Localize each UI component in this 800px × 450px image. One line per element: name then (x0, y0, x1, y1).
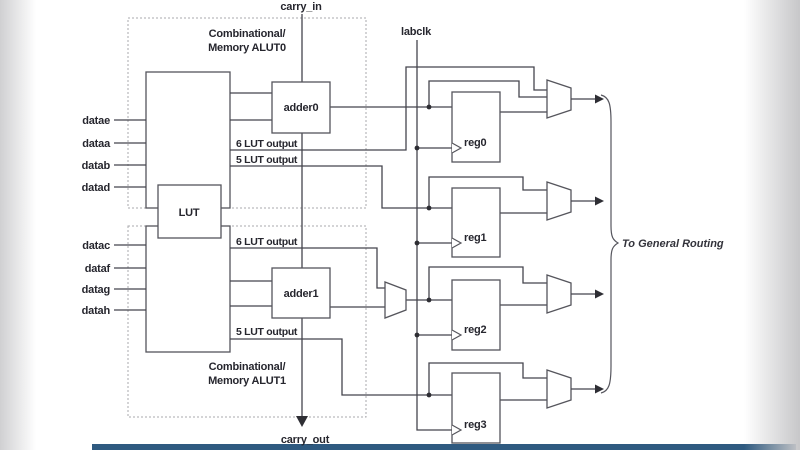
right-page-edge (744, 0, 800, 450)
out-arrowhead-1-icon (595, 196, 604, 206)
junction-dot (426, 297, 432, 303)
alut0-title-line2: Memory ALUT0 (208, 42, 286, 54)
junction-dot (414, 240, 420, 246)
reg3-label: reg3 (464, 419, 487, 431)
adder1-block (271, 267, 331, 319)
wire-reg2-bypass (428, 266, 547, 300)
wire-5lut1-output (230, 338, 452, 396)
to-general-routing-label: To General Routing (622, 238, 724, 250)
carry-out-arrowhead-icon (296, 416, 308, 427)
alut1-title-line1: Combinational/ (209, 361, 286, 373)
junction-dot (426, 392, 432, 398)
input-label-datag: datag (82, 284, 110, 296)
input-label-datad: datad (82, 182, 110, 194)
reg3-clock-edge-icon (451, 424, 463, 436)
labclk-label: labclk (401, 26, 432, 38)
alut1-input-block (145, 225, 231, 353)
adder0-label: adder0 (284, 102, 319, 114)
out-arrowhead-0-icon (595, 94, 604, 104)
alut0-6lut-label: 6 LUT output (236, 138, 298, 150)
alut1-title-line2: Memory ALUT1 (208, 375, 286, 387)
alut1-6lut-label: 6 LUT output (236, 236, 298, 248)
junction-dot (426, 104, 432, 110)
reg0-label: reg0 (464, 137, 487, 149)
reg1-block (451, 187, 501, 258)
reg2-clock-edge-icon (451, 329, 463, 341)
routing-brace (600, 94, 620, 394)
reg0-clock-edge-icon (451, 142, 463, 154)
adder0-block (271, 81, 331, 134)
adder1-label: adder1 (284, 288, 319, 300)
alut0-title-line1: Combinational/ (209, 28, 286, 40)
wire-reg1-bypass (428, 176, 547, 208)
input-label-dataa: dataa (82, 138, 111, 150)
lut-label: LUT (179, 207, 200, 219)
out-arrowhead-2-icon (595, 289, 604, 299)
input-label-dataf: dataf (85, 263, 111, 275)
input-label-datac: datac (82, 240, 110, 252)
wire-reg3-bypass (428, 362, 547, 395)
reg2-block (451, 279, 501, 351)
arith-mux1 (384, 281, 407, 319)
output-mux-1 (546, 181, 572, 221)
reg3-block (451, 372, 501, 444)
lut-block (157, 184, 222, 239)
wire-6lut0-output (230, 66, 547, 151)
reg0-block (451, 91, 501, 163)
output-mux-0 (546, 79, 572, 119)
carry-in-label: carry_in (280, 1, 322, 13)
left-page-edge (0, 0, 36, 450)
reg1-label: reg1 (464, 232, 487, 244)
input-label-datab: datab (82, 160, 111, 172)
alut1-5lut-label: 5 LUT output (236, 326, 298, 338)
output-mux-3 (546, 369, 572, 409)
wire-6lut1-output (230, 247, 385, 289)
output-mux-2 (546, 274, 572, 314)
bottom-bar (92, 444, 796, 450)
carry-out-label: carry_out (281, 434, 330, 446)
input-label-datae: datae (82, 115, 110, 127)
wire-labclk (416, 40, 452, 431)
alut1-dashed-region (127, 225, 367, 418)
reg2-label: reg2 (464, 324, 487, 336)
wire-adder0-bypass (428, 80, 547, 107)
input-label-datah: datah (82, 305, 111, 317)
alut0-dashed-region (127, 17, 367, 209)
out-arrowhead-3-icon (595, 384, 604, 394)
reg1-clock-edge-icon (451, 237, 463, 249)
alut0-5lut-label: 5 LUT output (236, 154, 298, 166)
junction-dot (414, 145, 420, 151)
junction-dot (414, 332, 420, 338)
junction-dot (426, 205, 432, 211)
wire-5lut0-output (230, 165, 452, 209)
